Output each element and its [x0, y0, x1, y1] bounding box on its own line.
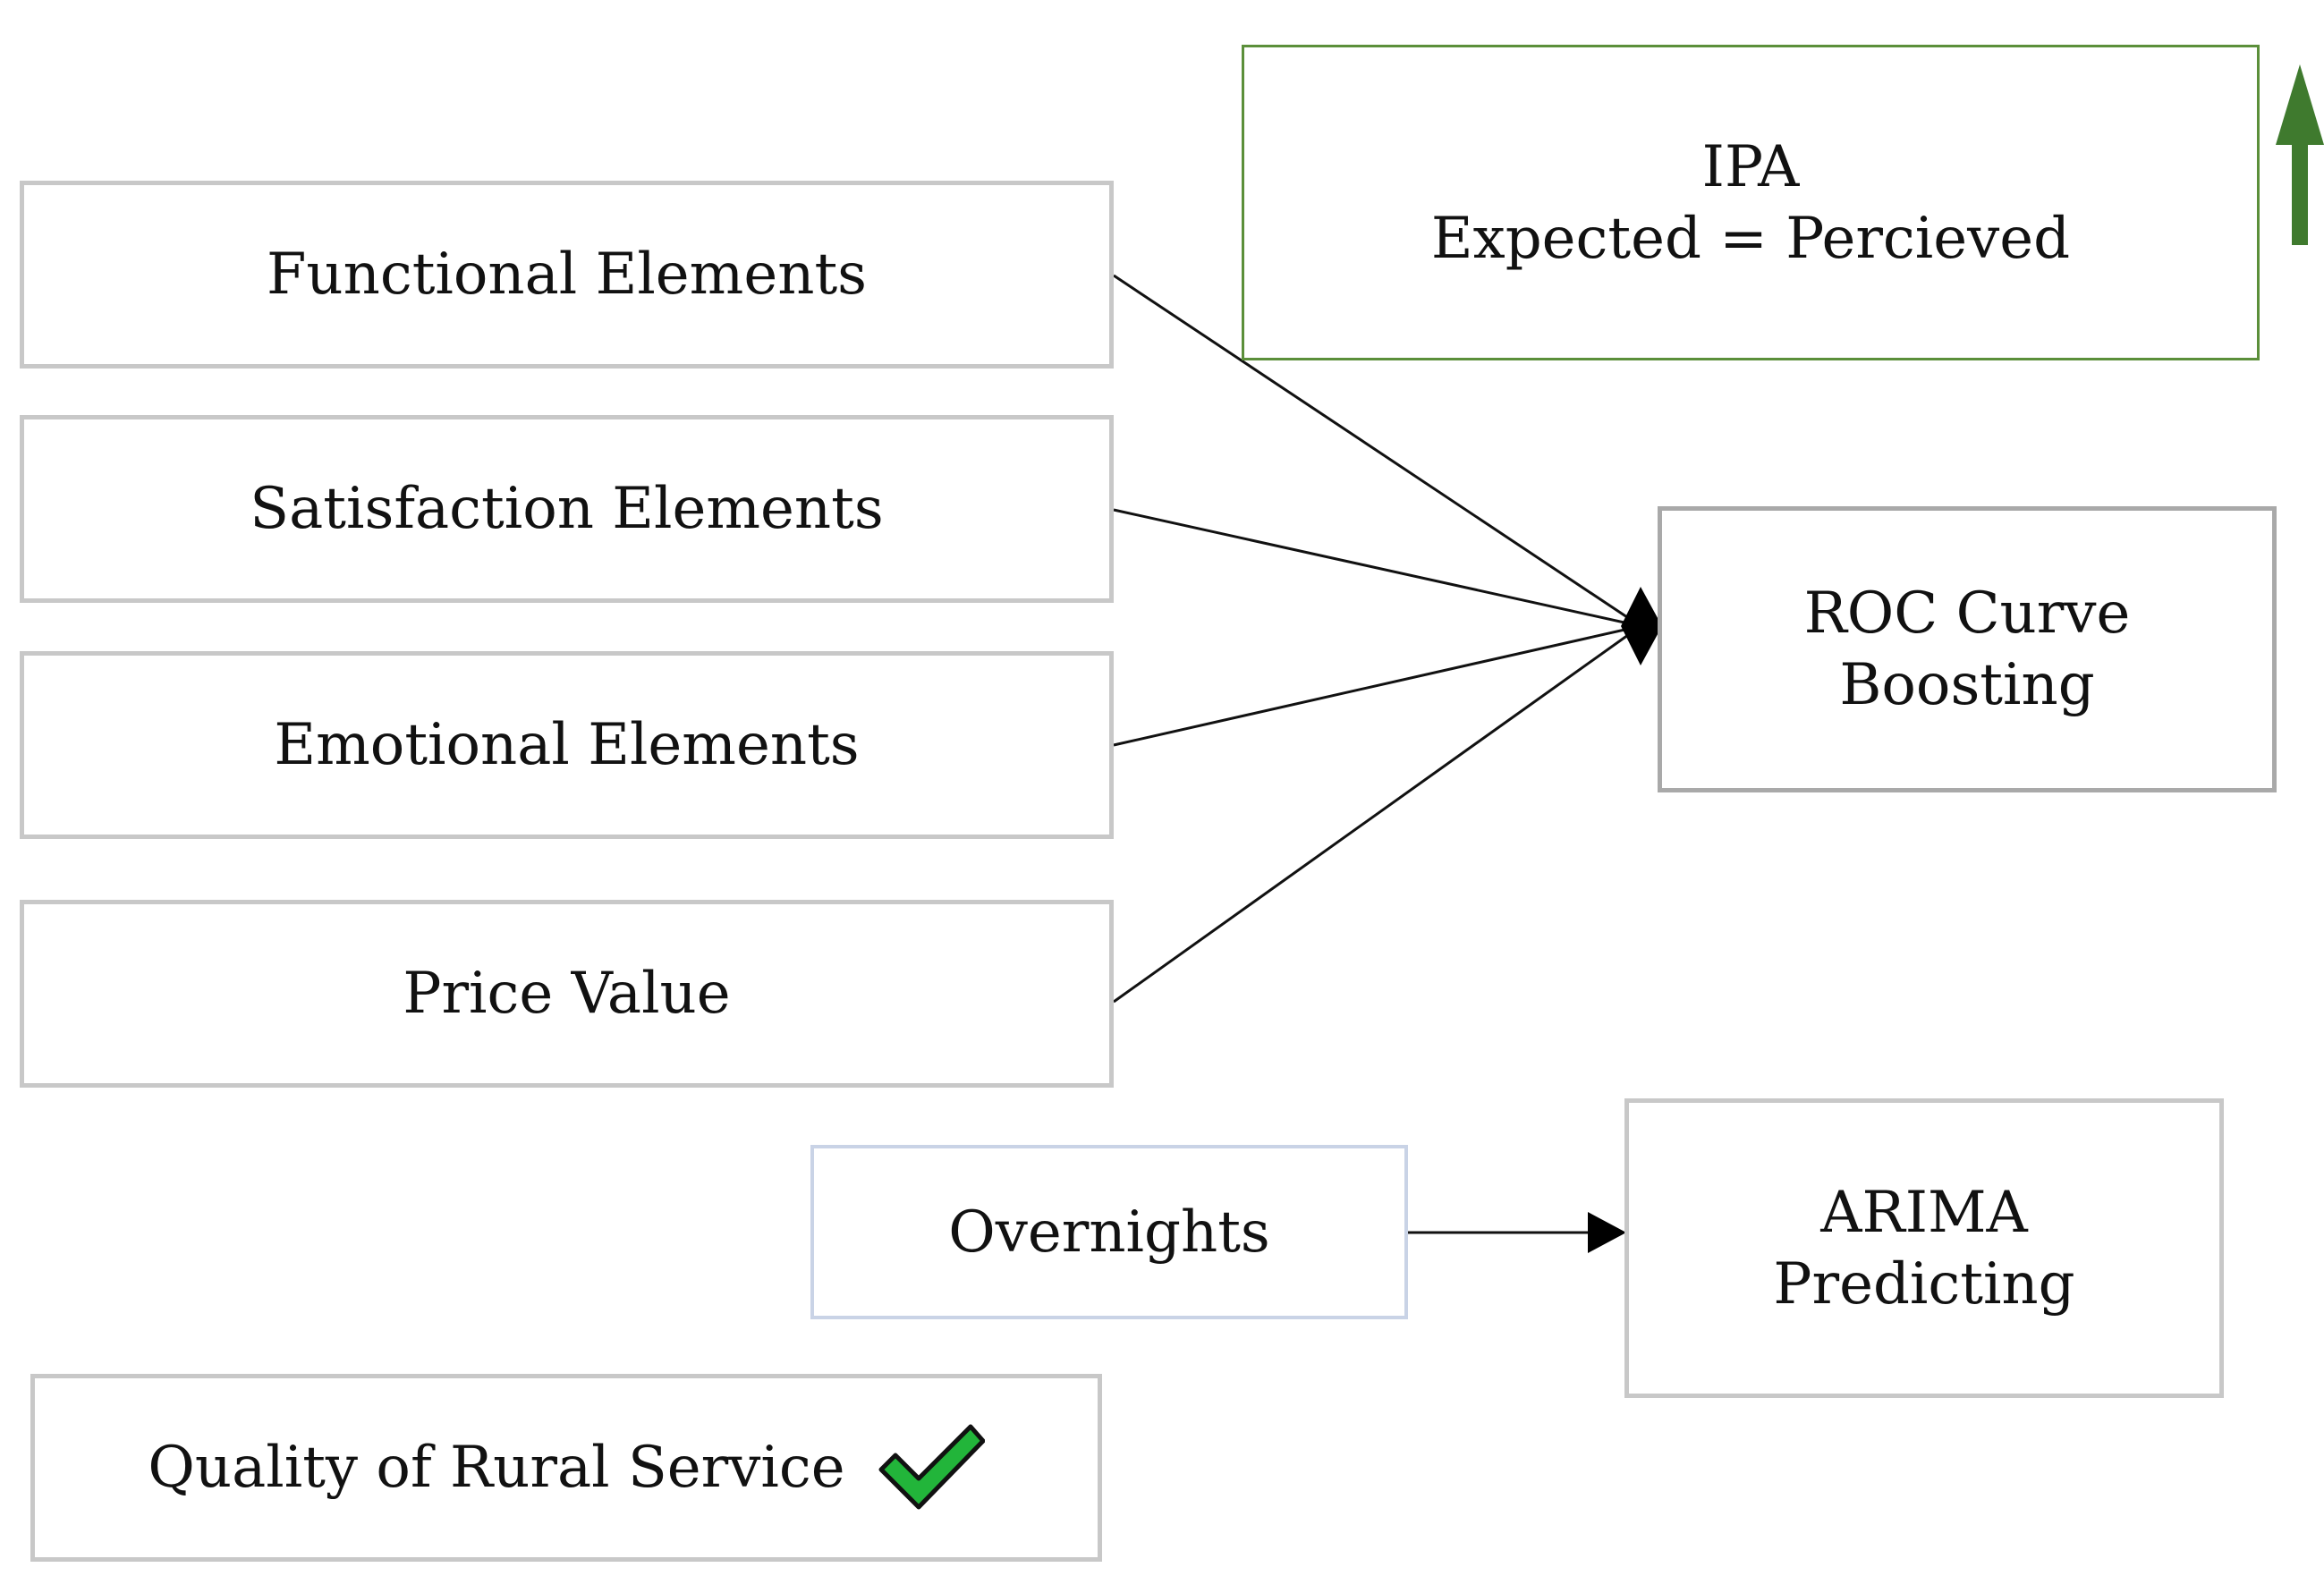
roc-curve-box: ROC Curve Boosting — [1658, 506, 2277, 792]
price-value-box: Price Value — [20, 900, 1114, 1088]
satisfaction-elements-label: Satisfaction Elements — [250, 476, 884, 542]
edge-satisfaction-roc — [1113, 508, 1641, 628]
quality-rural-service-box: Quality of Rural Service — [30, 1374, 1102, 1562]
ipa-box: IPA Expected = Percieved — [1242, 45, 2260, 360]
edge-price-roc — [1113, 624, 1641, 1004]
edge-emotional-roc — [1113, 624, 1641, 747]
arima-title: ARIMA — [1820, 1179, 2028, 1246]
up-arrow-icon — [2276, 64, 2324, 245]
roc-subtitle: Boosting — [1839, 652, 2095, 718]
emotional-elements-label: Emotional Elements — [274, 712, 860, 778]
arima-subtitle: Predicting — [1773, 1250, 2075, 1318]
diamond-arrowhead — [1621, 587, 1662, 665]
arrowhead-arima — [1588, 1212, 1626, 1253]
overnights-label: Overnights — [948, 1199, 1270, 1266]
overnights-box: Overnights — [810, 1145, 1408, 1319]
edge-functional-roc — [1113, 274, 1641, 628]
satisfaction-elements-box: Satisfaction Elements — [20, 415, 1114, 603]
ipa-title: IPA — [1701, 133, 1800, 200]
quality-rural-service-label: Quality of Rural Service — [148, 1435, 845, 1501]
price-value-label: Price Value — [403, 961, 731, 1027]
checkmark-icon — [878, 1424, 985, 1510]
functional-elements-box: Functional Elements — [20, 181, 1114, 369]
arima-box: ARIMA Predicting — [1624, 1098, 2224, 1398]
emotional-elements-box: Emotional Elements — [20, 651, 1114, 839]
ipa-subtitle: Expected = Percieved — [1430, 205, 2071, 272]
functional-elements-label: Functional Elements — [267, 241, 867, 308]
roc-title: ROC Curve — [1803, 580, 2131, 647]
